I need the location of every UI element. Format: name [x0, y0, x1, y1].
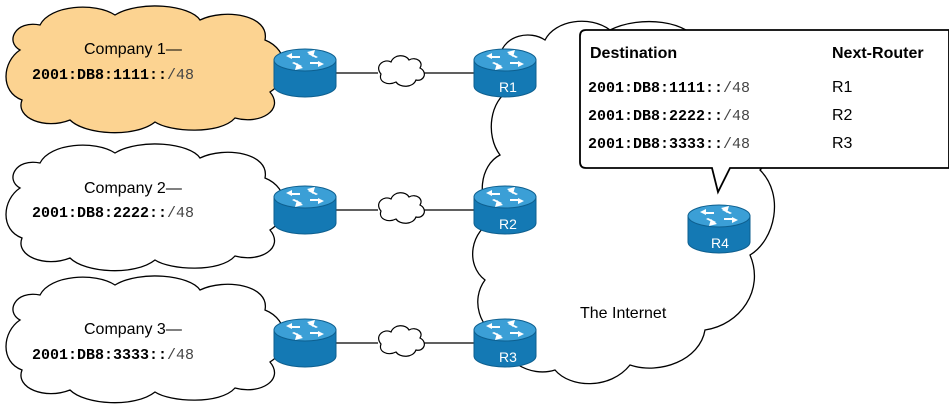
company-2-cloud	[5, 143, 286, 272]
company-2-name: Company 2—	[84, 180, 182, 197]
company-1-prefix: 2001:DB8:1111::/48	[32, 67, 194, 84]
company-1-name: Company 1—	[84, 41, 182, 58]
r1-label: R1	[499, 79, 517, 95]
route-table-callout	[579, 29, 949, 195]
wan-cloud-1	[378, 55, 425, 87]
company-2-router-icon	[273, 185, 337, 235]
r4-label: R4	[711, 235, 729, 251]
company-3-router-icon	[273, 318, 337, 368]
route-row-2-next-router: R2	[832, 107, 853, 124]
route-row-2-destination: 2001:DB8:2222::/48	[588, 108, 750, 125]
company-2-prefix: 2001:DB8:2222::/48	[32, 205, 194, 222]
route-table-header-next-router: Next-Router	[832, 45, 924, 62]
route-row-1-destination: 2001:DB8:1111::/48	[588, 80, 750, 97]
wan-cloud-2	[378, 192, 425, 224]
company-1-cloud	[5, 5, 286, 134]
company-3-cloud	[5, 275, 286, 404]
company-3-name: Company 3—	[84, 321, 182, 338]
r3-label: R3	[499, 349, 517, 365]
route-row-3-next-router: R3	[832, 135, 853, 152]
company-1-router-icon	[273, 48, 337, 98]
company-3-prefix: 2001:DB8:3333::/48	[32, 347, 194, 364]
r2-label: R2	[499, 216, 517, 232]
internet-label: The Internet	[580, 305, 667, 322]
wan-cloud-3	[378, 325, 425, 357]
route-row-1-next-router: R1	[832, 79, 853, 96]
route-table-header-destination: Destination	[590, 45, 677, 62]
route-row-3-destination: 2001:DB8:3333::/48	[588, 136, 750, 153]
